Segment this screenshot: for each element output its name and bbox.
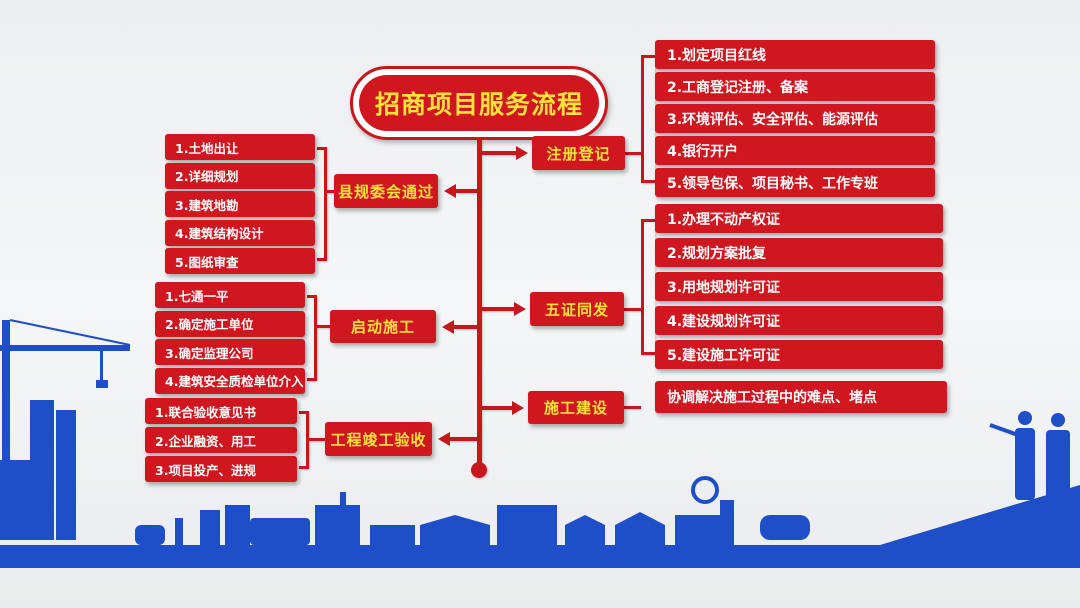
arrow-shaft	[450, 437, 477, 441]
stage-box: 启动施工	[330, 310, 436, 343]
item-bracket	[299, 411, 309, 469]
trunk-end-dot	[471, 462, 487, 478]
connector-line	[625, 151, 641, 155]
step-item: 3.建筑地勘	[165, 191, 315, 217]
arrow-shaft	[482, 405, 512, 410]
step-item: 3.环境评估、安全评估、能源评估	[655, 104, 935, 133]
arrow-left-icon	[442, 319, 454, 334]
stage-box: 施工建设	[528, 391, 624, 424]
step-item: 4.建筑安全质检单位介入	[155, 367, 305, 394]
arrow-right-icon	[516, 146, 528, 160]
step-item: 4.建筑结构设计	[165, 219, 315, 246]
stage-box: 工程竣工验收	[325, 422, 432, 456]
crane-icon	[0, 319, 131, 540]
arrow-shaft	[456, 189, 477, 193]
step-item: 4.建设规划许可证	[655, 306, 943, 335]
step-item: 3.确定监理公司	[155, 339, 305, 365]
house-icon	[420, 515, 490, 545]
arrow-right-icon	[512, 400, 524, 415]
step-item: 5.领导包保、项目秘书、工作专班	[655, 168, 935, 197]
step-item: 2.工商登记注册、备案	[655, 72, 935, 101]
stage-box: 五证同发	[530, 292, 624, 326]
item-bracket	[307, 295, 317, 381]
connector-line	[624, 307, 641, 311]
step-item: 3.项目投产、进规	[145, 456, 297, 482]
arrow-shaft	[454, 324, 477, 329]
arrow-shaft	[482, 151, 516, 155]
arrow-left-icon	[444, 184, 456, 198]
step-item: 1.联合验收意见书	[145, 398, 297, 424]
step-item: 2.确定施工单位	[155, 310, 305, 337]
step-item: 4.银行开户	[655, 136, 935, 165]
step-item: 1.划定项目红线	[655, 40, 935, 69]
arrow-right-icon	[514, 302, 526, 316]
page-title: 招商项目服务流程	[350, 66, 608, 140]
connector-line	[317, 325, 330, 328]
step-item: 2.规划方案批复	[655, 238, 943, 267]
people-icon	[989, 411, 1070, 500]
step-item: 1.七通一平	[155, 282, 305, 308]
item-bracket	[641, 54, 655, 183]
factory-icon	[200, 505, 310, 545]
item-bracket	[641, 218, 655, 355]
step-item: 协调解决施工过程中的难点、堵点	[655, 381, 947, 413]
truck-icon	[760, 515, 810, 540]
step-item: 1.办理不动产权证	[655, 204, 943, 233]
step-item: 2.企业融资、用工	[145, 427, 297, 453]
title-text: 招商项目服务流程	[359, 75, 599, 131]
mixer-icon	[135, 525, 165, 545]
step-item: 5.图纸审查	[165, 248, 315, 274]
central-trunk-line	[477, 140, 482, 470]
step-item: 5.建设施工许可证	[655, 340, 943, 369]
arrow-left-icon	[438, 432, 450, 446]
step-item: 1.土地出让	[165, 134, 315, 160]
stage-box: 县规委会通过	[334, 174, 438, 208]
connector-line	[327, 189, 334, 193]
connector-line	[309, 437, 325, 441]
step-item: 2.详细规划	[165, 162, 315, 189]
stage-box: 注册登记	[532, 136, 625, 170]
connector-line	[624, 406, 641, 409]
item-bracket	[317, 147, 327, 261]
arrow-shaft	[482, 307, 514, 311]
step-item: 3.用地规划许可证	[655, 272, 943, 301]
